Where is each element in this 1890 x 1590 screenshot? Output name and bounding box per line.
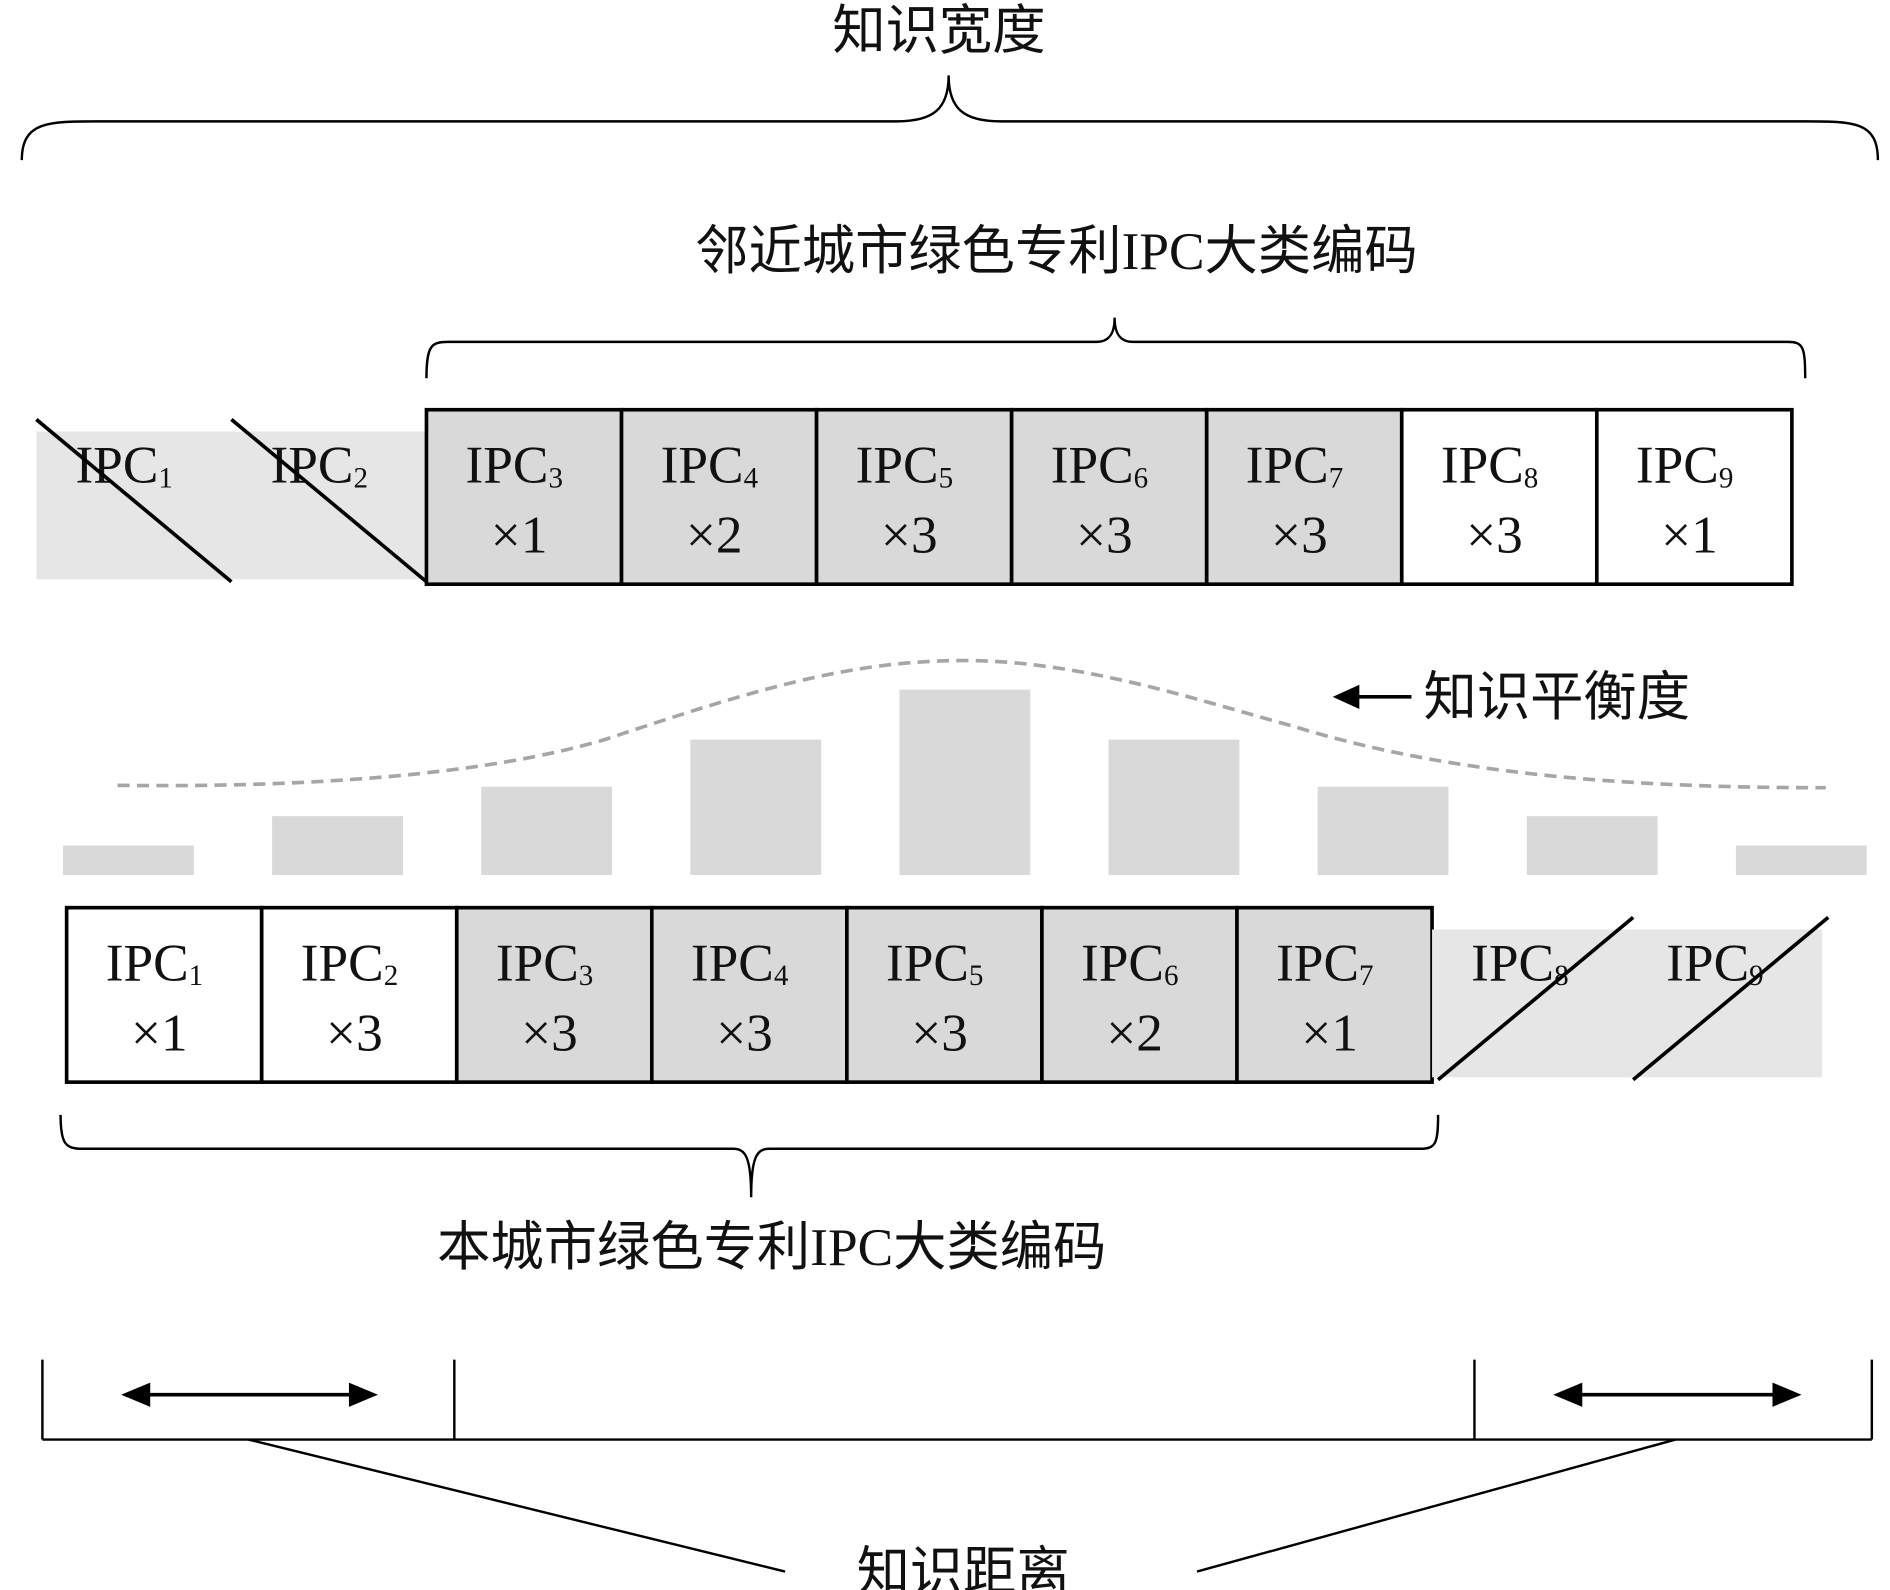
balance-bar <box>1108 739 1240 875</box>
strike-line <box>230 418 428 584</box>
knowledge-balance-label: 知识平衡度 <box>1424 668 1690 727</box>
balance-bar <box>690 739 822 875</box>
knowledge-breadth-brace <box>20 75 1880 161</box>
ipc-cell: IPC3 ×3 <box>454 905 654 1084</box>
balance-bar <box>481 786 613 875</box>
knowledge-breadth-label: 知识宽度 <box>832 2 1045 61</box>
strike-line <box>35 418 233 584</box>
local-ipc-row: IPC1 ×1 IPC2 ×3 IPC3 ×3 IPC4 ×3 IPC5 ×3 IPC6 ×2 IPC7… <box>64 905 1830 1084</box>
ipc-cell: IPC4 ×3 <box>649 905 849 1084</box>
ipc-count: ×1 <box>1301 1004 1358 1063</box>
ipc-count: ×3 <box>1271 506 1328 565</box>
ipc-cell: IPC6 ×3 <box>1009 407 1209 587</box>
ipc-code: IPC3 <box>466 435 563 494</box>
cell-box <box>1235 905 1434 1084</box>
ipc-cell: IPC7 ×1 <box>1235 905 1434 1084</box>
ipc-code: IPC8 <box>1441 435 1538 494</box>
knowledge-balance-curve <box>117 658 1826 790</box>
balance-bar <box>1526 816 1658 875</box>
ipc-count: ×3 <box>1466 506 1523 565</box>
ipc-count: ×3 <box>881 506 938 565</box>
neighbor-codes-brace <box>425 317 1807 379</box>
ipc-code: IPC7 <box>1276 933 1373 992</box>
cell-box <box>1399 407 1599 587</box>
cell-box <box>649 905 849 1084</box>
ipc-count: ×3 <box>326 1004 383 1063</box>
ipc-cell: IPC9 <box>1627 915 1830 1082</box>
ipc-code: IPC5 <box>886 933 983 992</box>
ipc-cell: IPC5 ×3 <box>845 905 1044 1084</box>
cell-box <box>619 407 819 587</box>
cell-box <box>1594 407 1794 587</box>
knowledge-distance-ruler <box>41 1359 1874 1573</box>
ipc-code: IPC6 <box>1051 435 1148 494</box>
ipc-cell: IPC5 ×3 <box>814 407 1014 587</box>
local-codes-brace <box>59 1114 1440 1198</box>
ipc-code: IPC3 <box>496 933 593 992</box>
ipc-count: ×3 <box>1076 506 1133 565</box>
cell-box <box>424 407 624 587</box>
strike-line <box>1631 915 1830 1082</box>
cell-box <box>814 407 1014 587</box>
ipc-count: ×1 <box>491 506 548 565</box>
ipc-cell: IPC8 <box>1432 915 1635 1082</box>
ipc-cell: IPC1 <box>35 418 233 584</box>
ipc-cell: IPC1 ×1 <box>64 905 264 1084</box>
cell-box <box>845 905 1044 1084</box>
cell-box <box>64 905 264 1084</box>
knowledge-distance-label: 知识距离 <box>857 1543 1070 1590</box>
ipc-cell: IPC8 ×3 <box>1399 407 1599 587</box>
cell-box <box>1009 407 1209 587</box>
balance-bar <box>899 689 1031 875</box>
ipc-code: IPC2 <box>301 933 398 992</box>
ipc-cell: IPC9 ×1 <box>1594 407 1794 587</box>
ipc-code: IPC9 <box>1666 933 1763 992</box>
ipc-count: ×3 <box>521 1004 578 1063</box>
ipc-code: IPC4 <box>691 933 789 992</box>
cell-box <box>1040 905 1239 1084</box>
ipc-code: IPC1 <box>106 933 203 992</box>
ipc-cell: IPC2 <box>230 418 428 584</box>
left-arrow-icon <box>1332 684 1412 709</box>
strike-line <box>1436 915 1635 1082</box>
cell-box <box>1204 407 1404 587</box>
ipc-cell: IPC2 ×3 <box>259 905 459 1084</box>
ipc-cell: IPC4 ×2 <box>619 407 819 587</box>
ipc-count: ×3 <box>716 1004 773 1063</box>
double-arrow-icon <box>1553 1382 1802 1407</box>
neighbor-codes-label: 邻近城市绿色专利IPC大类编码 <box>695 222 1418 281</box>
ipc-code: IPC5 <box>856 435 953 494</box>
ipc-count: ×3 <box>911 1004 968 1063</box>
ipc-count: ×2 <box>686 506 743 565</box>
cell-box <box>259 905 459 1084</box>
ipc-code: IPC7 <box>1246 435 1343 494</box>
local-codes-label: 本城市绿色专利IPC大类编码 <box>437 1218 1106 1277</box>
double-arrow-icon <box>121 1382 378 1407</box>
ipc-count: ×2 <box>1106 1004 1163 1063</box>
balance-bar <box>272 816 403 875</box>
ipc-cell: IPC7 ×3 <box>1204 407 1404 587</box>
balance-bar <box>1317 786 1449 875</box>
balance-bar <box>1735 845 1867 875</box>
ipc-cell: IPC6 ×2 <box>1040 905 1239 1084</box>
ipc-count: ×1 <box>1661 506 1718 565</box>
ipc-code: IPC4 <box>661 435 759 494</box>
balance-bar <box>63 845 194 875</box>
ipc-count: ×1 <box>131 1004 188 1063</box>
balance-bars <box>63 689 1867 875</box>
ipc-code: IPC6 <box>1081 933 1178 992</box>
ipc-code: IPC9 <box>1636 435 1733 494</box>
ipc-cell: IPC3 ×1 <box>424 407 624 587</box>
